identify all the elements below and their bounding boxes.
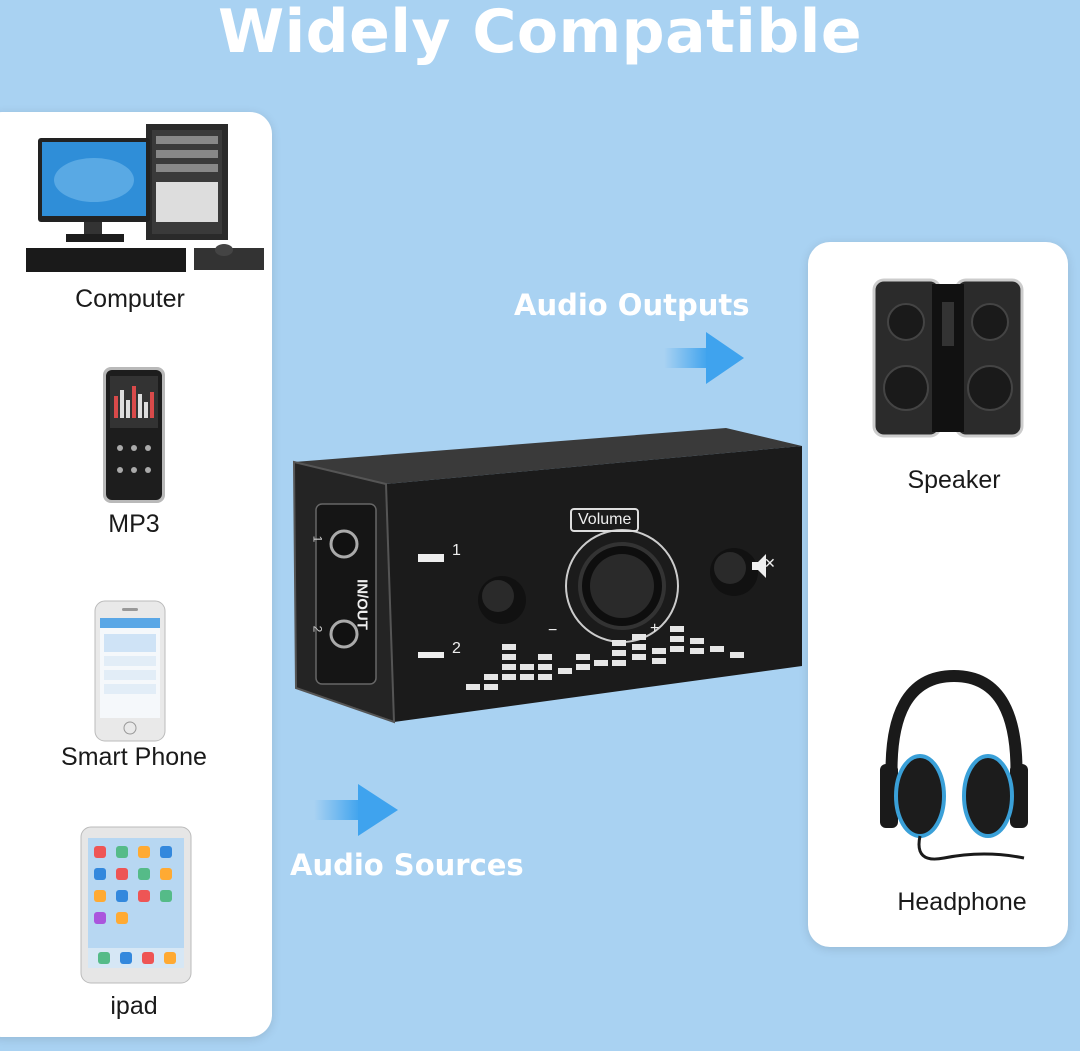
in-out-label: IN/OUT <box>353 579 371 630</box>
speaker-icon <box>872 278 1024 438</box>
volume-plus-label: + <box>650 620 660 637</box>
jack-1-label: 1 <box>310 535 325 543</box>
volume-minus-label: − <box>548 622 558 639</box>
headphone-icon <box>880 669 1028 861</box>
input-1-label: 1 <box>452 542 461 559</box>
audio-outputs-callout: Audio Outputs <box>514 288 750 322</box>
volume-label: Volume <box>570 508 640 532</box>
output-label-speaker: Speaker <box>907 466 1001 494</box>
mute-icon: ✕ <box>764 556 776 572</box>
source-label-ipad: ipad <box>110 992 158 1020</box>
computer-icon <box>26 124 264 272</box>
smartphone-icon <box>94 600 166 742</box>
arrow-right-icon <box>314 784 398 836</box>
jack-2-label: 2 <box>310 625 325 633</box>
arrow-right-icon <box>664 332 744 384</box>
source-label-mp3: MP3 <box>108 510 160 538</box>
source-label-computer: Computer <box>75 285 185 313</box>
output-label-headphone: Headphone <box>897 888 1027 916</box>
audio-sources-callout: Audio Sources <box>290 848 524 882</box>
mp3-player-icon <box>103 367 165 503</box>
source-label-smartphone: Smart Phone <box>61 743 207 771</box>
page-title: Widely Compatible <box>217 0 863 67</box>
input-2-label: 2 <box>452 640 461 657</box>
tablet-icon <box>80 826 192 984</box>
audio-switcher-device <box>292 428 802 724</box>
